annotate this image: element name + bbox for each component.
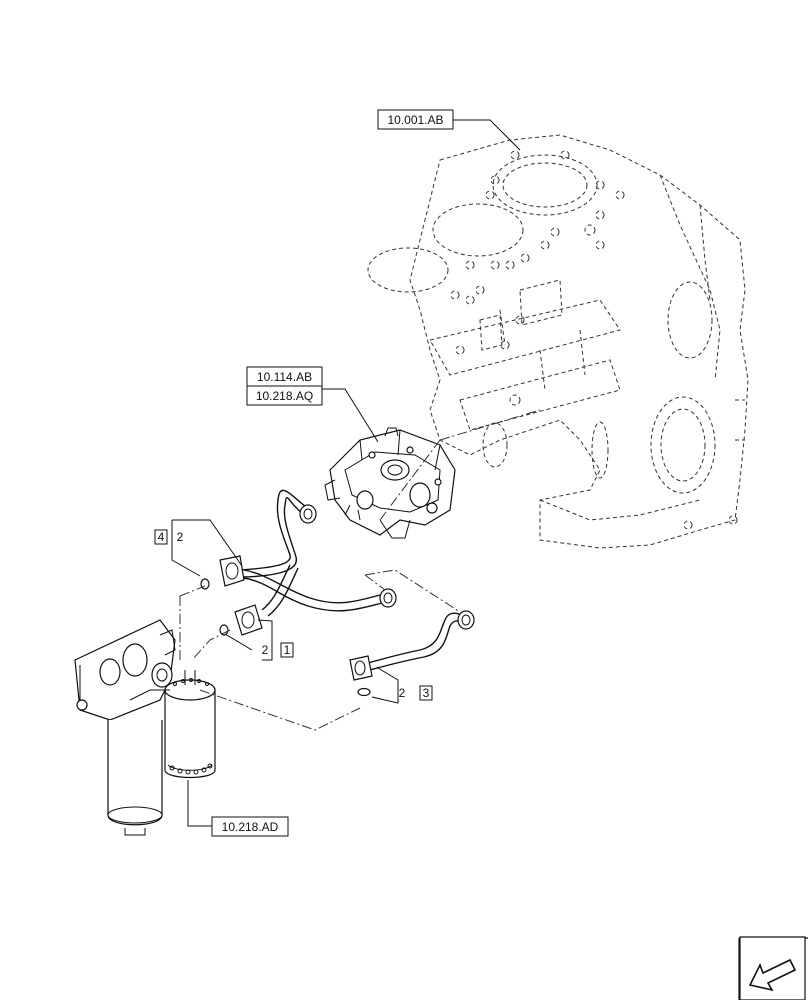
- fuel-injection-pump-drawing: [324, 427, 456, 539]
- svg-text:10.001.AB: 10.001.AB: [387, 113, 443, 127]
- svg-text:1: 1: [284, 643, 291, 657]
- svg-text:2: 2: [177, 530, 184, 544]
- svg-text:2: 2: [399, 686, 406, 700]
- svg-text:10.114.AB: 10.114.AB: [257, 370, 312, 384]
- callout-group-3[interactable]: 2 3: [399, 685, 433, 701]
- arrow-left-down-icon[interactable]: [738, 936, 808, 1000]
- leader-lines: [171, 119, 521, 827]
- fuel-lines-drawing: [200, 489, 475, 697]
- ref-label-pump-2[interactable]: 10.218.AQ: [246, 385, 323, 406]
- ref-label-filter[interactable]: 10.218.AD: [211, 816, 289, 837]
- fuel-filter-drawing: [74, 619, 216, 836]
- ref-label-engine-block[interactable]: 10.001.AB: [377, 109, 454, 130]
- callout-group-1[interactable]: 2 1: [262, 642, 294, 658]
- svg-text:4: 4: [158, 530, 165, 544]
- svg-text:2: 2: [262, 643, 269, 657]
- engine-block-drawing: [367, 134, 749, 549]
- ref-label-pump-1[interactable]: 10.114.AB: [246, 366, 323, 387]
- svg-text:10.218.AQ: 10.218.AQ: [256, 389, 313, 403]
- connection-lines: [179, 409, 541, 731]
- svg-text:3: 3: [423, 686, 430, 700]
- callout-group-4[interactable]: 4 2: [154, 529, 184, 545]
- svg-text:10.218.AD: 10.218.AD: [222, 820, 279, 834]
